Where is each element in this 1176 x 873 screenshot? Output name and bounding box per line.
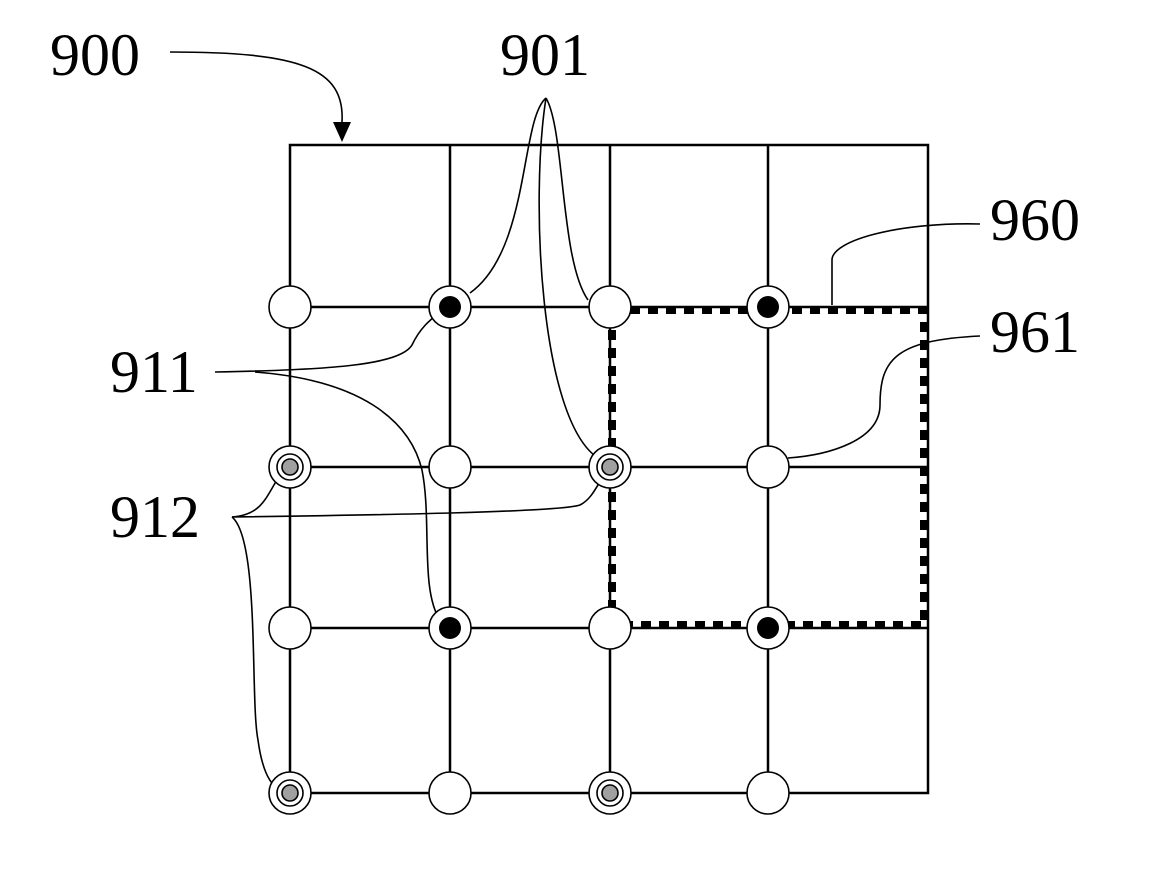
node-ring: [429, 446, 471, 488]
node-dot-gray: [282, 785, 298, 801]
label-960: 960: [990, 187, 1080, 253]
node-dot-black: [757, 617, 779, 639]
arrowhead-900: [333, 122, 351, 142]
leader-lines: [170, 52, 980, 790]
node-dot-gray: [602, 459, 618, 475]
node-dot-black: [439, 617, 461, 639]
leader-911-a: [215, 312, 440, 372]
node-ring: [747, 772, 789, 814]
node-dot-gray: [282, 459, 298, 475]
leader-912-c: [232, 517, 280, 790]
node-ring: [589, 286, 631, 328]
leader-901-a: [470, 98, 546, 293]
node-ring: [269, 286, 311, 328]
leader-961: [788, 336, 980, 458]
label-961: 961: [990, 299, 1080, 365]
node-dot-black: [757, 296, 779, 318]
node-ring: [429, 772, 471, 814]
leader-960: [832, 224, 980, 305]
node-dot-black: [439, 296, 461, 318]
node-ring: [747, 446, 789, 488]
label-901: 901: [500, 22, 590, 88]
label-912: 912: [110, 484, 200, 550]
node-ring: [589, 607, 631, 649]
label-911: 911: [110, 339, 198, 405]
leader-901-c: [539, 98, 598, 458]
leader-911-b: [255, 372, 440, 620]
label-900: 900: [50, 22, 140, 88]
leader-912-a: [232, 478, 278, 517]
leader-900: [170, 52, 342, 122]
node-ring: [269, 607, 311, 649]
leader-901-b: [546, 98, 588, 300]
node-dot-gray: [602, 785, 618, 801]
